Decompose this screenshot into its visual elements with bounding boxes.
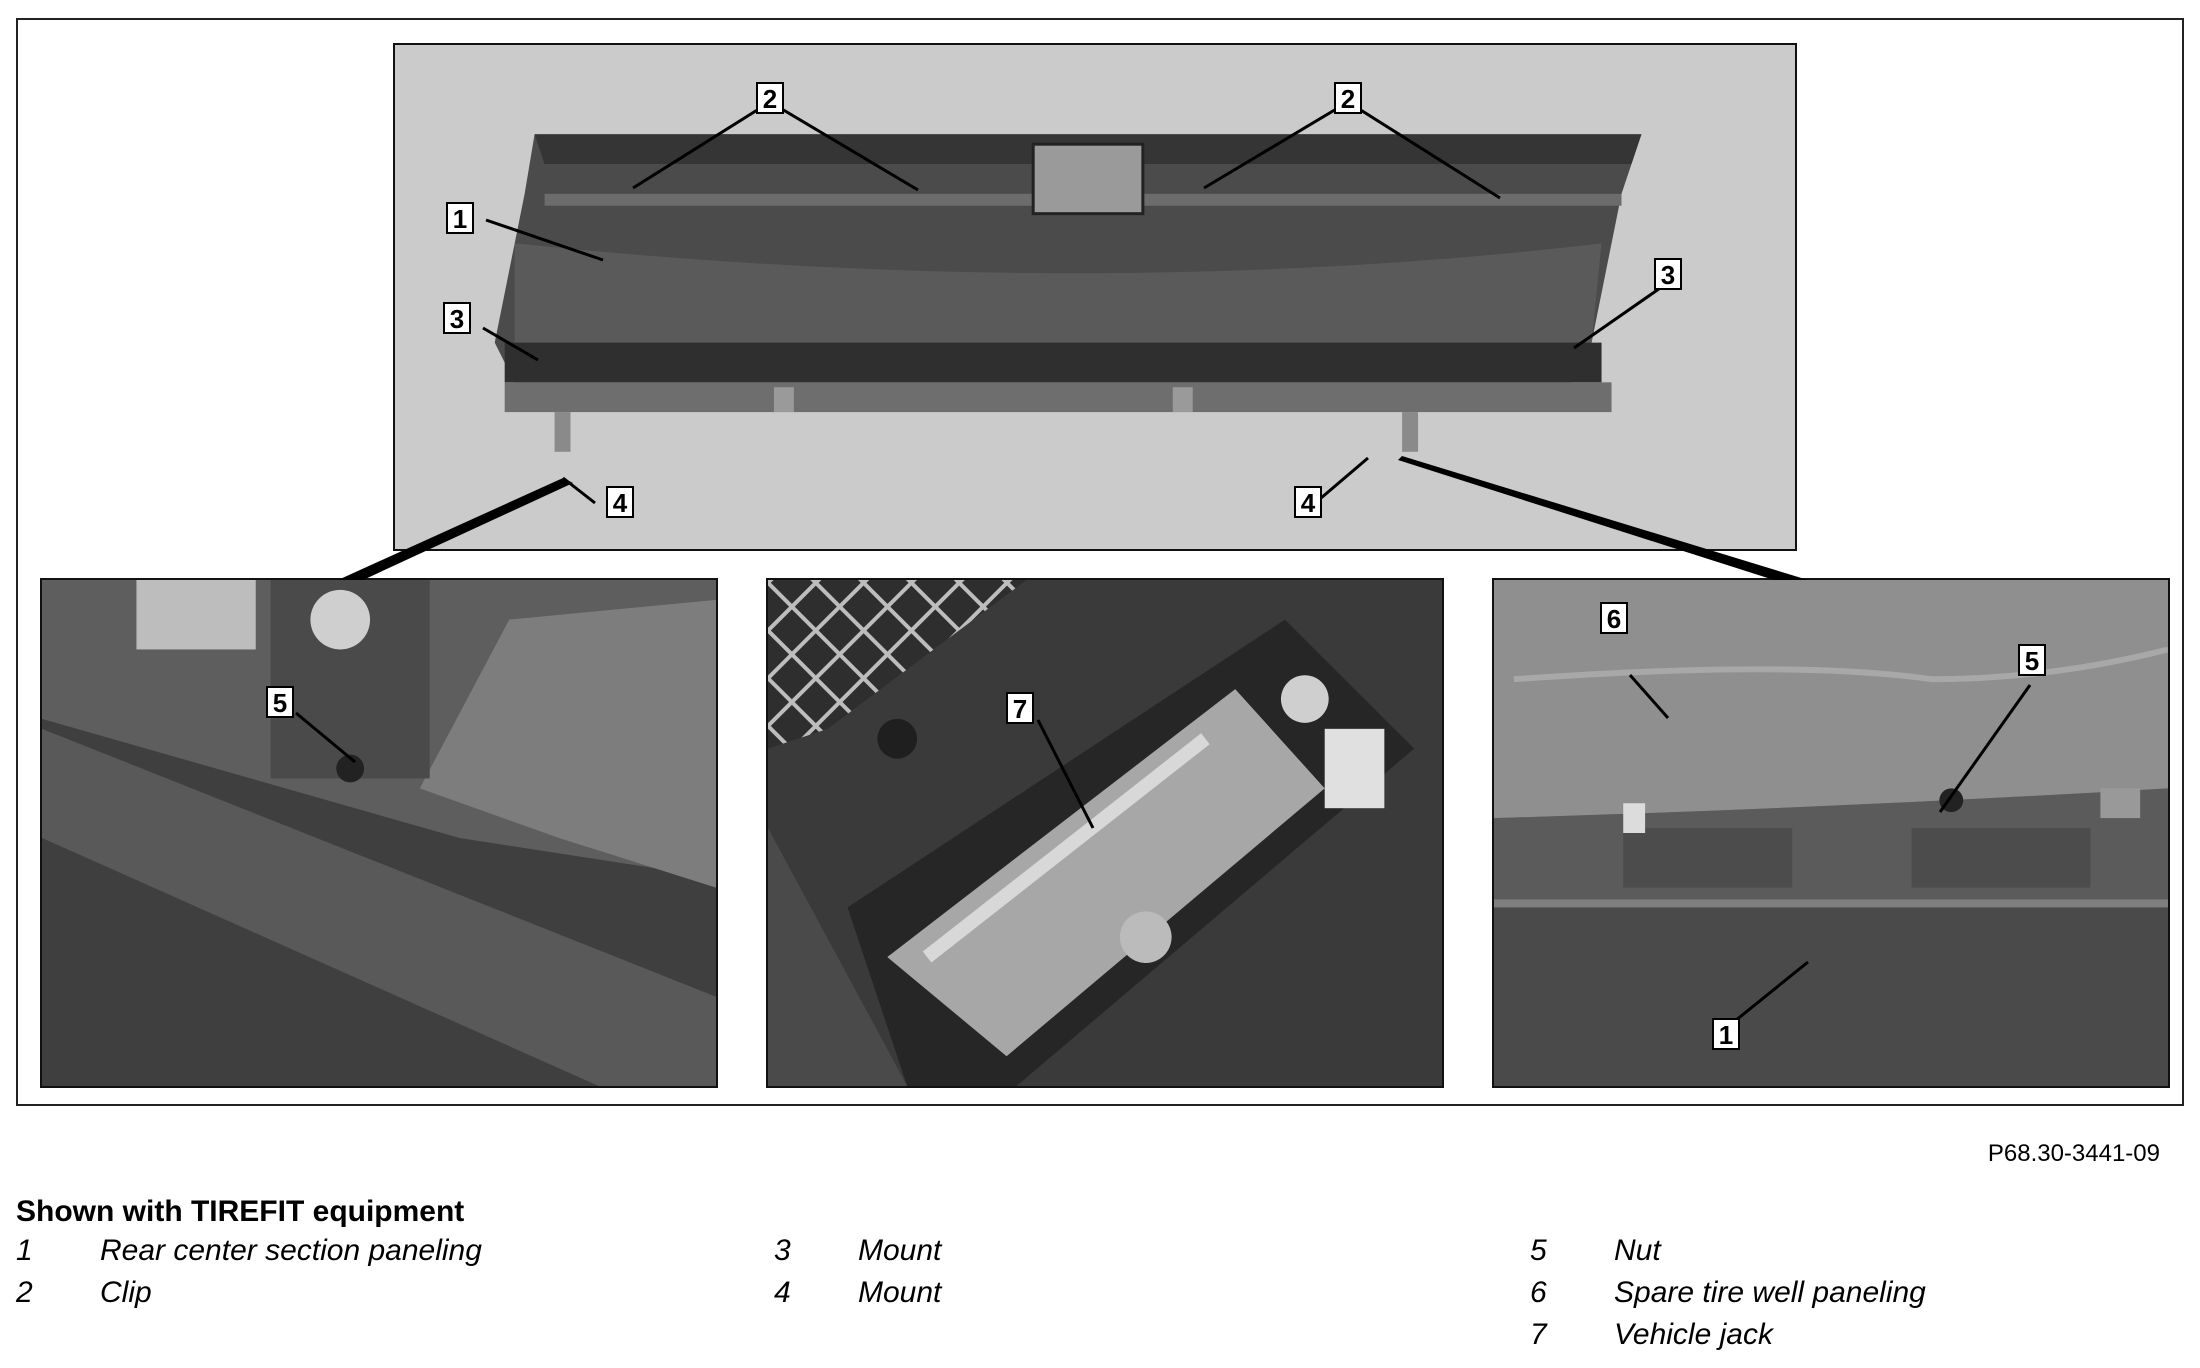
legend-number: 4 — [774, 1276, 791, 1309]
legend: 1 Rear center section paneling 2 Clip 3 … — [16, 1234, 2184, 1364]
legend-number: 1 — [16, 1234, 33, 1267]
photo-rear-paneling — [393, 43, 1797, 551]
spare-tire-well-illustration — [1494, 580, 2168, 1086]
callout-left-nut: 5 — [266, 686, 294, 718]
legend-number: 7 — [1530, 1318, 1547, 1351]
legend-label: Vehicle jack — [1614, 1318, 1773, 1351]
callout-right-nut: 5 — [2018, 644, 2046, 676]
callout-top-mount4-right: 4 — [1294, 486, 1322, 518]
figure-frame: 2 2 1 3 3 4 4 5 7 6 5 1 — [16, 18, 2184, 1106]
legend-label: Mount — [858, 1234, 942, 1267]
callout-right-well-paneling: 6 — [1600, 602, 1628, 634]
legend-number: 6 — [1530, 1276, 1547, 1309]
photo-vehicle-jack — [766, 578, 1444, 1088]
photo-nut-left — [40, 578, 718, 1088]
legend-label: Spare tire well paneling — [1614, 1276, 1926, 1309]
legend-label: Rear center section paneling — [100, 1234, 482, 1267]
callout-top-mount-left: 3 — [443, 302, 471, 334]
callout-top-clip-left: 2 — [756, 82, 784, 114]
photo-spare-tire-well — [1492, 578, 2170, 1088]
legend-number: 5 — [1530, 1234, 1547, 1267]
legend-label: Nut — [1614, 1234, 1661, 1267]
callout-right-paneling: 1 — [1712, 1018, 1740, 1050]
legend-label: Mount — [858, 1276, 942, 1309]
caption-title: Shown with TIREFIT equipment — [16, 1195, 465, 1228]
callout-top-clip-right: 2 — [1334, 82, 1362, 114]
callout-mid-jack: 7 — [1006, 692, 1034, 724]
callout-top-mount4-left: 4 — [606, 486, 634, 518]
vehicle-jack-illustration — [768, 580, 1442, 1086]
callout-top-paneling: 1 — [446, 202, 474, 234]
figure-code: P68.30-3441-09 — [1987, 1140, 2160, 1167]
paneling-illustration — [395, 45, 1795, 549]
callout-top-mount-right: 3 — [1654, 258, 1682, 290]
legend-number: 2 — [16, 1276, 33, 1309]
legend-number: 3 — [774, 1234, 791, 1267]
nut-left-illustration — [42, 580, 716, 1086]
legend-label: Clip — [100, 1276, 152, 1309]
